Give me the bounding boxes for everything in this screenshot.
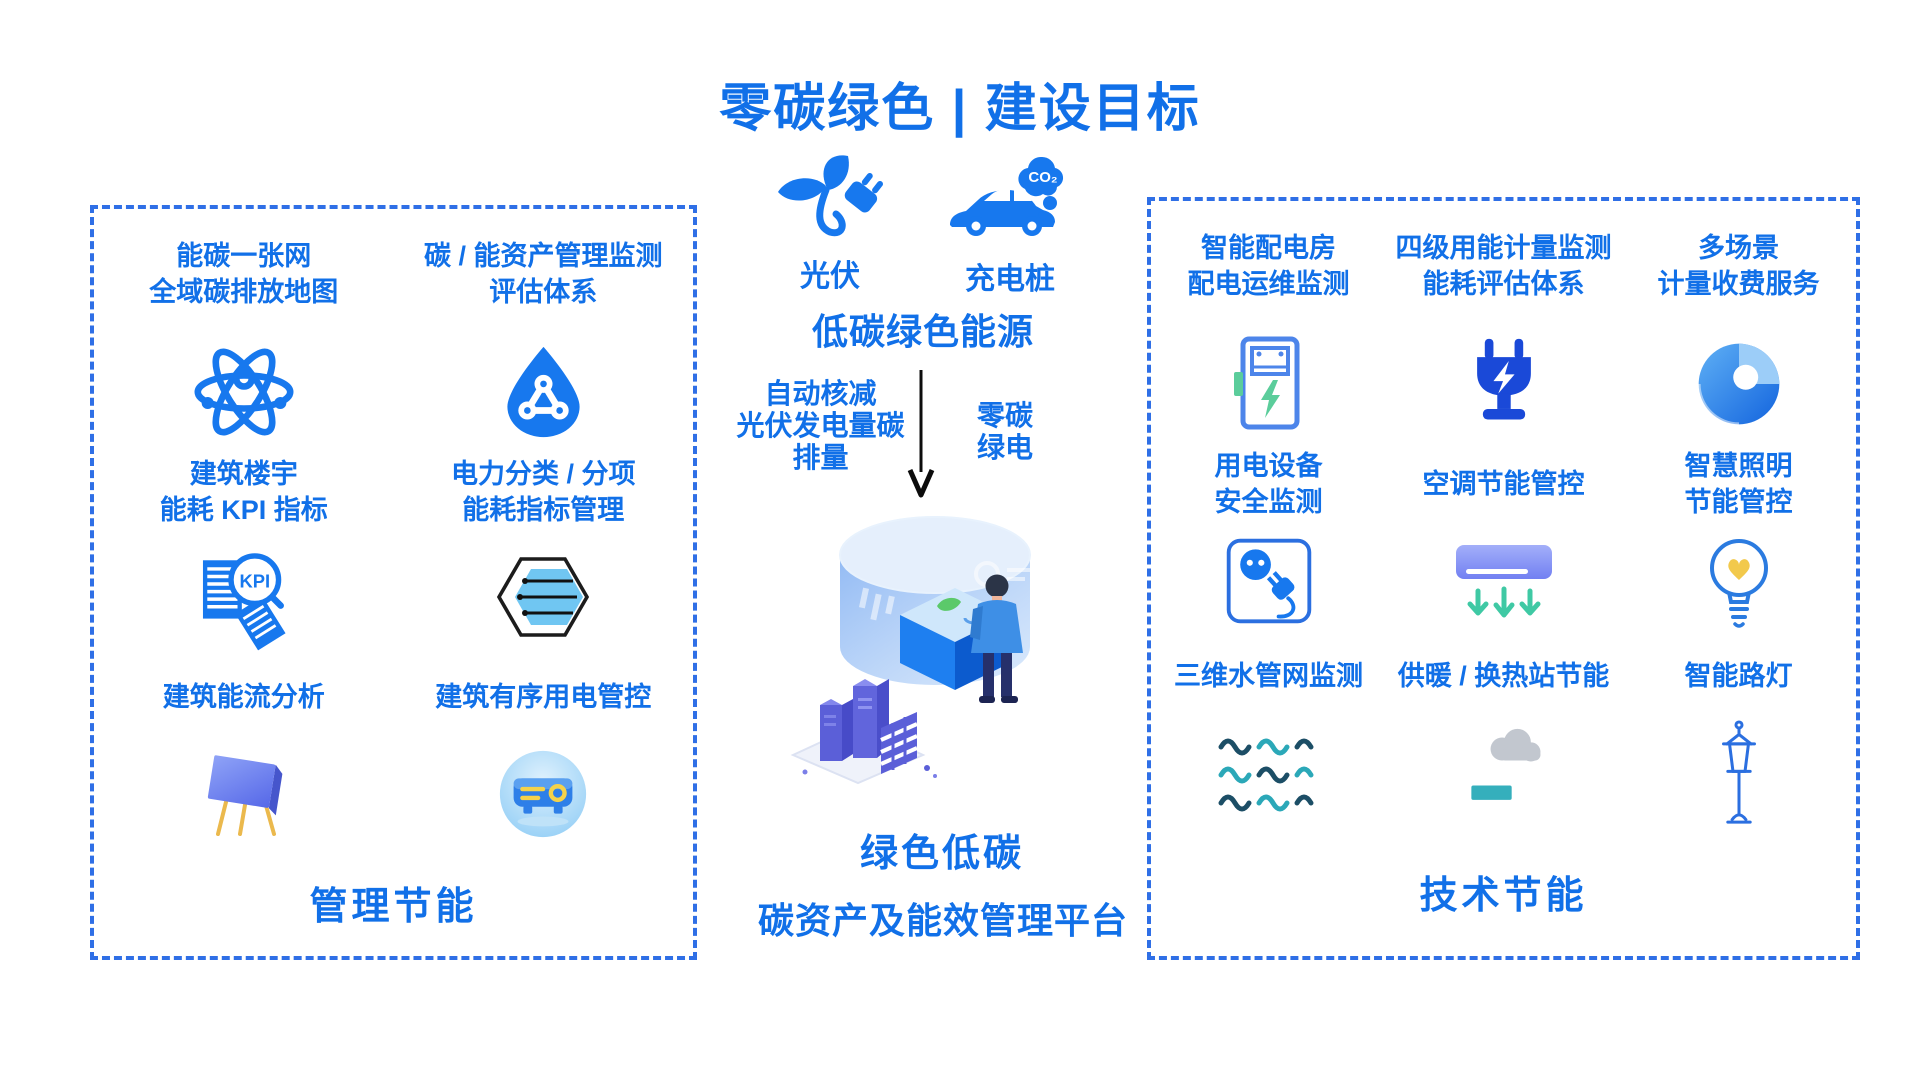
pv-leaf-plug-icon (774, 155, 886, 248)
hexagon-list-icon (493, 551, 593, 643)
platform-title-line2: 碳资产及能效管理平台 (757, 900, 1128, 941)
atom-icon (189, 337, 299, 447)
down-arrow-icon (904, 368, 938, 505)
platform-title-line1: 绿色低碳 (859, 833, 1024, 875)
left-item-label: 建筑能流分析 (162, 681, 325, 712)
right-item-label: 三维水管网监测 (1174, 661, 1363, 691)
plug-lightning-icon (1456, 336, 1552, 432)
right-item-label: 智能配电房 配电运维监测 (1187, 233, 1350, 299)
ev-source-label: 充电桩 (965, 263, 1055, 296)
smart-bulb-icon (1691, 530, 1787, 632)
co2-badge-text: CO₂ (1028, 169, 1057, 186)
left-item-label: 建筑有序用电管控 (435, 681, 652, 712)
technical-energy-saving-panel: 智能配电房 配电运维监测 四级用能计量监测 能耗评估体系 多场景 计量收费服务 (1147, 197, 1860, 960)
right-item-label: 智慧照明 节能管控 (1684, 450, 1793, 517)
city-buildings (790, 679, 937, 785)
projector-icon (494, 745, 592, 843)
center-heading: 低碳绿色能源 (811, 311, 1034, 352)
pv-source: 光伏 (755, 152, 905, 295)
kpi-report-icon: KPI (190, 543, 298, 651)
ev-source: CO₂ 充电桩 (930, 155, 1090, 298)
easel-board-icon (194, 744, 294, 844)
flow-left-note: 自动核减 光伏发电量碳 排量 (736, 378, 905, 473)
left-item-label: 建筑楼宇 能耗 KPI 指标 (159, 458, 328, 525)
right-item-label: 空调节能管控 (1422, 468, 1585, 499)
right-panel-footer-label: 技术节能 (1419, 874, 1588, 917)
power-cabinet-icon (1219, 334, 1319, 434)
right-item-label: 用电设备 安全监测 (1214, 450, 1323, 517)
right-item-label: 供暖 / 换热站节能 (1397, 661, 1610, 691)
water-pipes-icon (1215, 733, 1323, 815)
pv-source-label: 光伏 (800, 260, 860, 293)
person-figure (970, 574, 1023, 703)
right-item-label: 四级用能计量监测 能耗评估体系 (1395, 233, 1612, 299)
left-item-label: 能碳一张网 全域碳排放地图 (149, 241, 339, 307)
left-panel-footer-label: 管理节能 (309, 886, 478, 928)
kpi-badge-text: KPI (239, 570, 270, 591)
street-lamp-icon (1696, 718, 1782, 830)
left-item-label: 碳 / 能资产管理监测 评估体系 (423, 241, 663, 307)
left-item-label: 电力分类 / 分项 能耗指标管理 (450, 458, 636, 525)
right-item-label: 智能路灯 (1684, 661, 1793, 691)
socket-plug-icon (1221, 533, 1317, 629)
management-energy-saving-panel: 能碳一张网 全域碳排放地图 碳 / 能资产管理监测 评估体系 建筑楼宇 能耗 K… (90, 205, 697, 960)
flow-right-note: 零碳 绿电 (976, 400, 1033, 463)
drop-molecule-icon (496, 344, 591, 439)
heating-station-icon (1456, 726, 1552, 822)
air-conditioner-icon (1448, 533, 1560, 629)
platform-illustration (775, 510, 1115, 820)
right-item-label: 多场景 计量收费服务 (1657, 233, 1820, 299)
page-title: 零碳绿色 | 建设目标 (719, 80, 1201, 138)
ev-car-co2-icon: CO₂ (946, 156, 1074, 251)
billing-disc-icon (1691, 336, 1787, 432)
